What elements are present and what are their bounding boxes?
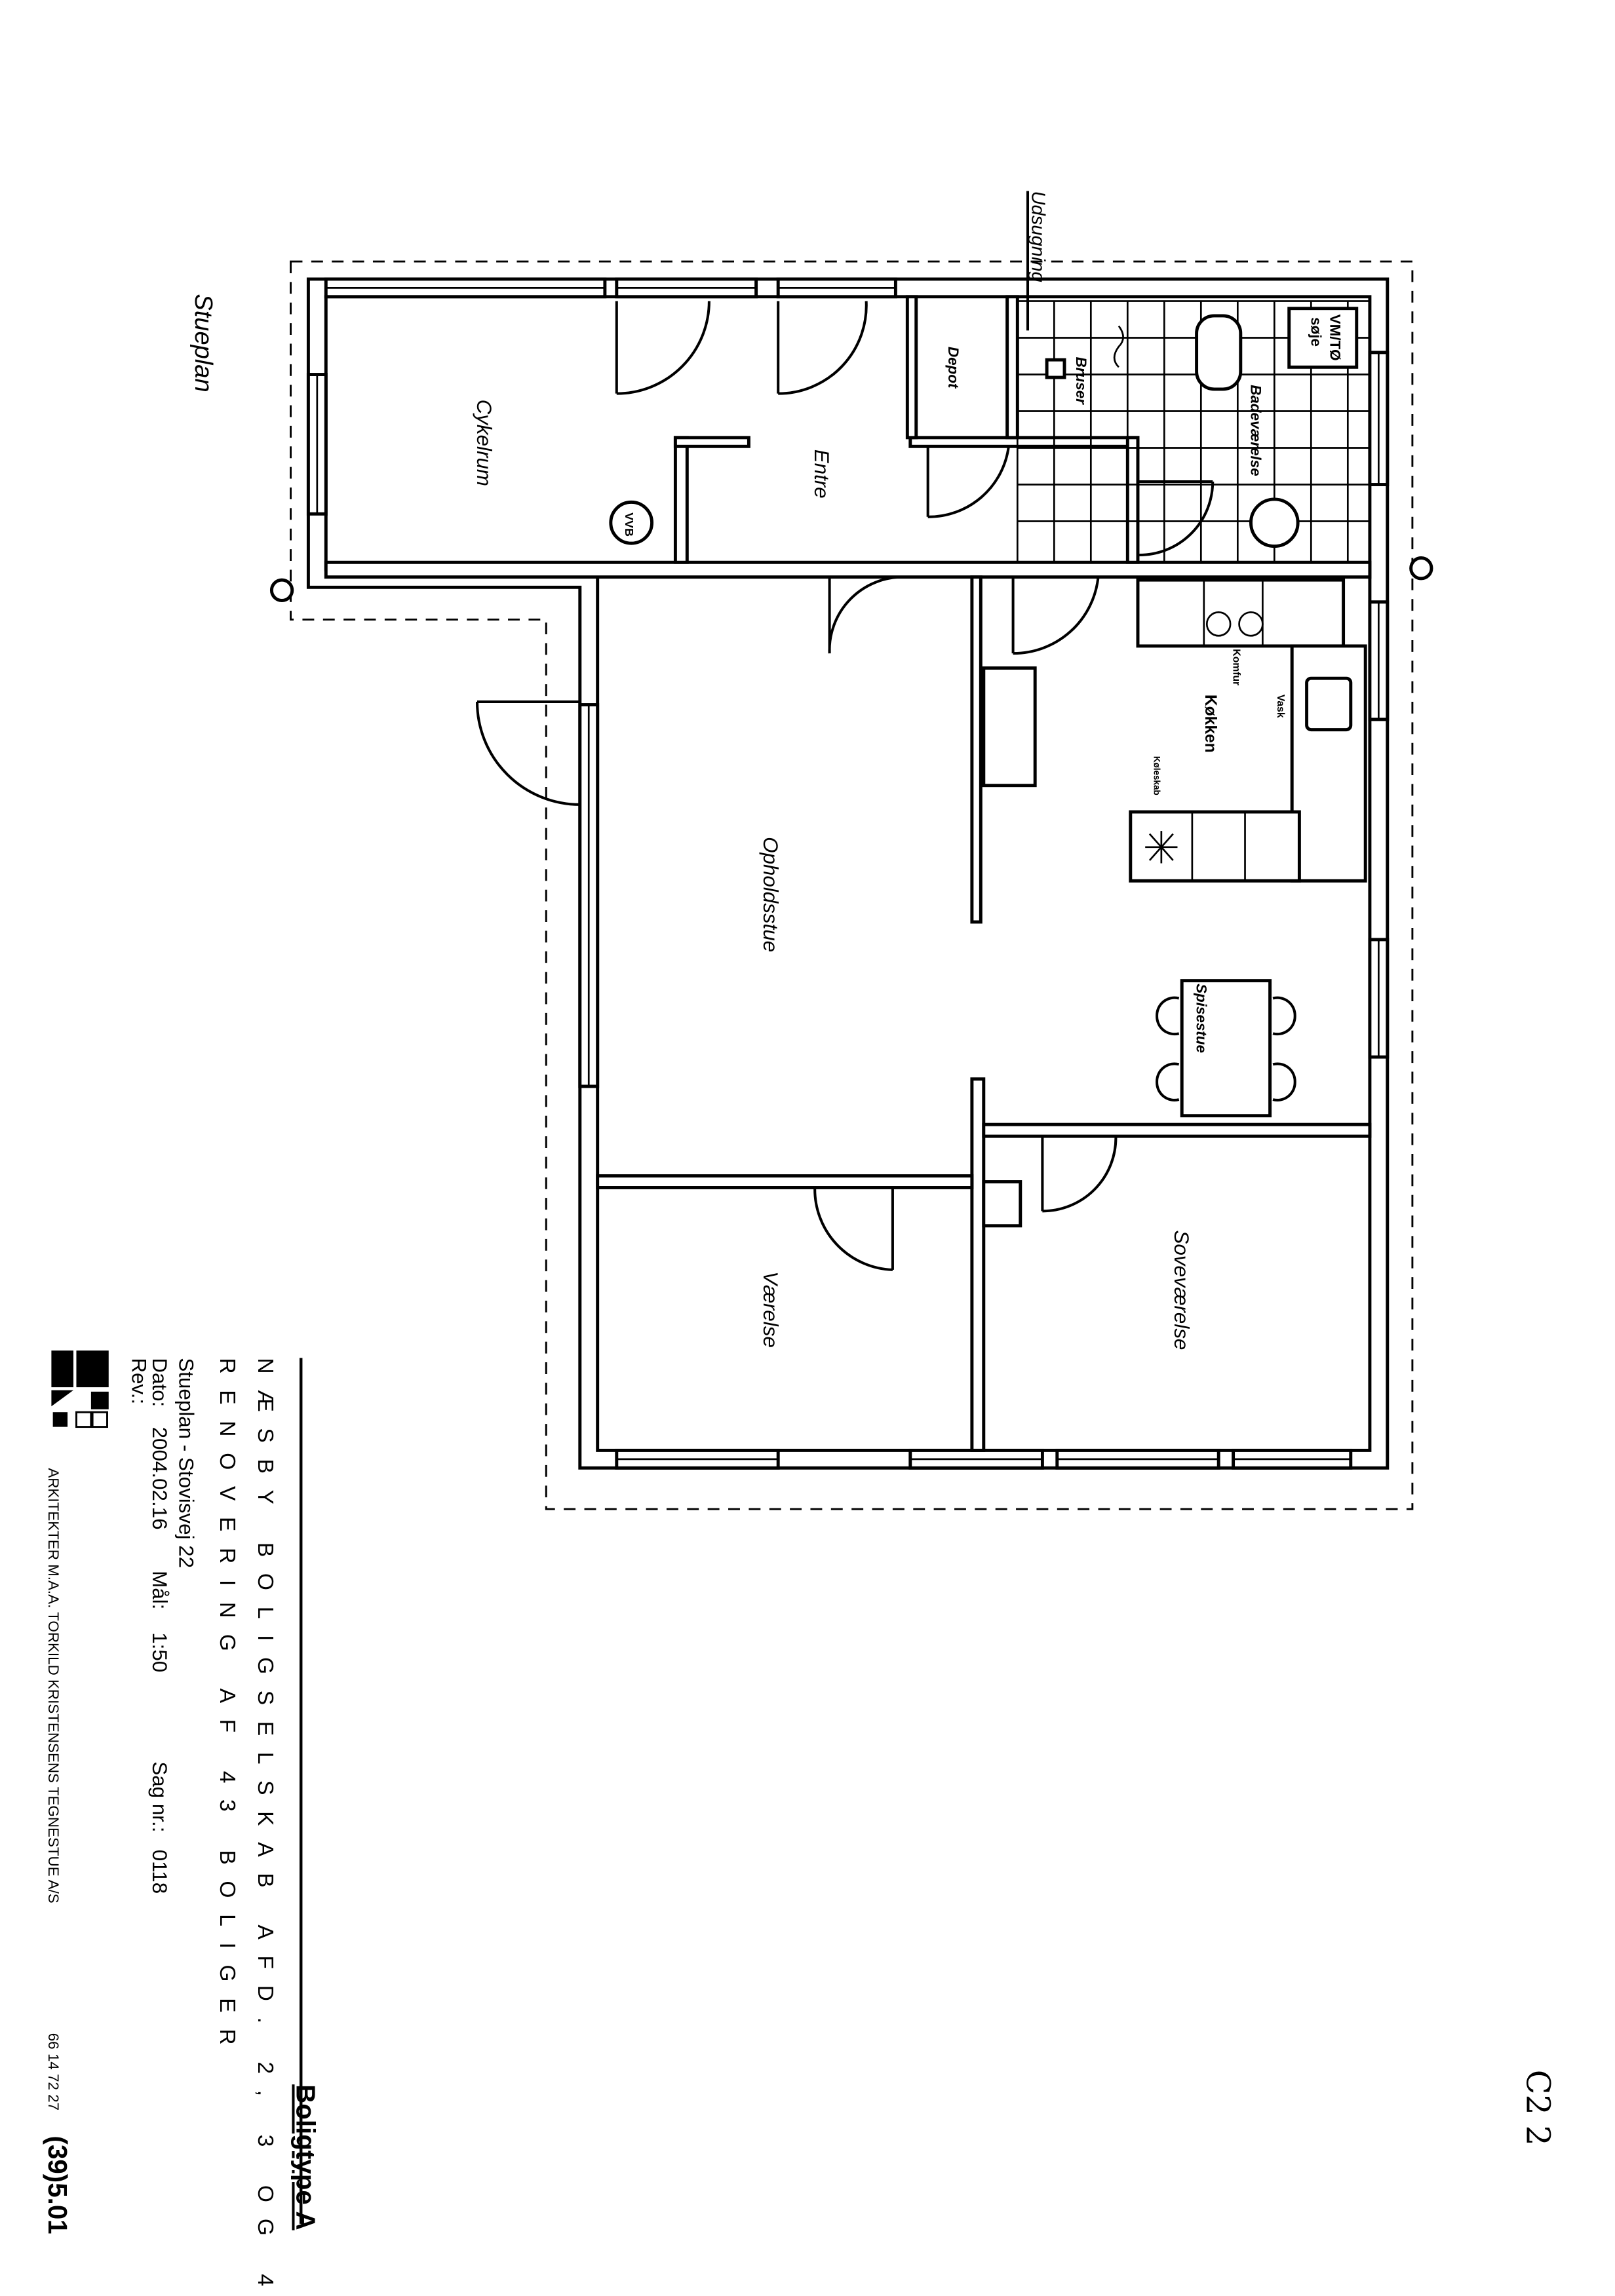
company-logo bbox=[51, 1350, 109, 1428]
stove-burner bbox=[1238, 611, 1264, 637]
room-vaerelse: Værelse bbox=[759, 1271, 782, 1348]
vask-label: Vask bbox=[1275, 695, 1286, 718]
room-sovevaerelse: Soveværelse bbox=[1170, 1230, 1193, 1350]
room-spisestue: Spisestue bbox=[1194, 984, 1210, 1053]
toilet bbox=[1195, 314, 1243, 391]
boligtype: Boligtype A bbox=[290, 2084, 321, 2230]
koeleskab-label: Køleskab bbox=[1152, 756, 1162, 795]
handwritten-note: C2 2 bbox=[1519, 2070, 1557, 2146]
dato-value: 2004.02.16 bbox=[148, 1427, 171, 1530]
sink bbox=[1305, 676, 1353, 732]
grid-marker bbox=[1409, 556, 1433, 581]
project-title: NÆSBY BOLIGSELSKAB AFD. 2, 3 OG 4 bbox=[253, 1358, 277, 2296]
room-koekken: Køkken bbox=[1201, 695, 1219, 753]
rev-label: Rev.: bbox=[128, 1358, 151, 1404]
interior-walls bbox=[324, 295, 1372, 1452]
drawing-name: Stueplan - Stovisvej 22 bbox=[174, 1358, 197, 1568]
maal-label: Mål: bbox=[148, 1571, 171, 1609]
room-badevaerelse: Badeværelse bbox=[1247, 385, 1264, 476]
fridge-symbol-icon bbox=[1145, 831, 1178, 864]
maal-value: 1:50 bbox=[148, 1632, 171, 1672]
dining-table bbox=[1156, 979, 1296, 1118]
vvb-label: VVB bbox=[623, 512, 636, 537]
company-name: ARKITEKTER M.A.A. TORKILD KRISTENSENS TE… bbox=[45, 1468, 62, 1903]
title-block: NÆSBY BOLIGSELSKAB AFD. 2, 3 OG 4 RENOVE… bbox=[43, 1350, 321, 2296]
windows bbox=[306, 277, 1390, 1470]
bathroom-tile-grid bbox=[1016, 300, 1371, 564]
room-opholdsstue: Opholdsstue bbox=[759, 837, 782, 952]
washbasin bbox=[1249, 497, 1300, 548]
company-phone: 66 14 72 27 bbox=[45, 2033, 62, 2111]
dashed-outline bbox=[290, 260, 1414, 1510]
vvb-circle bbox=[609, 500, 654, 545]
drawing-number: (39)5.01 bbox=[43, 2136, 73, 2234]
grid-marker bbox=[269, 578, 294, 602]
room-depot: Depot bbox=[945, 347, 962, 389]
udsugning-label: Udsugning bbox=[1028, 191, 1049, 282]
stove-burner bbox=[1205, 611, 1232, 637]
dato-label: Dato: bbox=[148, 1358, 171, 1407]
doors bbox=[475, 301, 1215, 1271]
komfur-label: Komfur bbox=[1231, 649, 1242, 685]
project-subtitle: RENOVERING AF 43 BOLIGER bbox=[215, 1358, 239, 2061]
room-cykelrum: Cykelrum bbox=[473, 400, 496, 486]
vm-to-label: VM/TØ bbox=[1327, 315, 1343, 361]
vm-to-label-2: søje bbox=[1308, 317, 1324, 347]
sag-label: Sag nr.: bbox=[148, 1761, 171, 1832]
room-entre: Entre bbox=[810, 450, 833, 499]
sag-value: 0118 bbox=[148, 1850, 171, 1894]
level-label: Stueplan bbox=[189, 294, 217, 392]
kitchen-fixtures bbox=[982, 578, 1367, 883]
room-bruser: Bruser bbox=[1073, 357, 1089, 405]
